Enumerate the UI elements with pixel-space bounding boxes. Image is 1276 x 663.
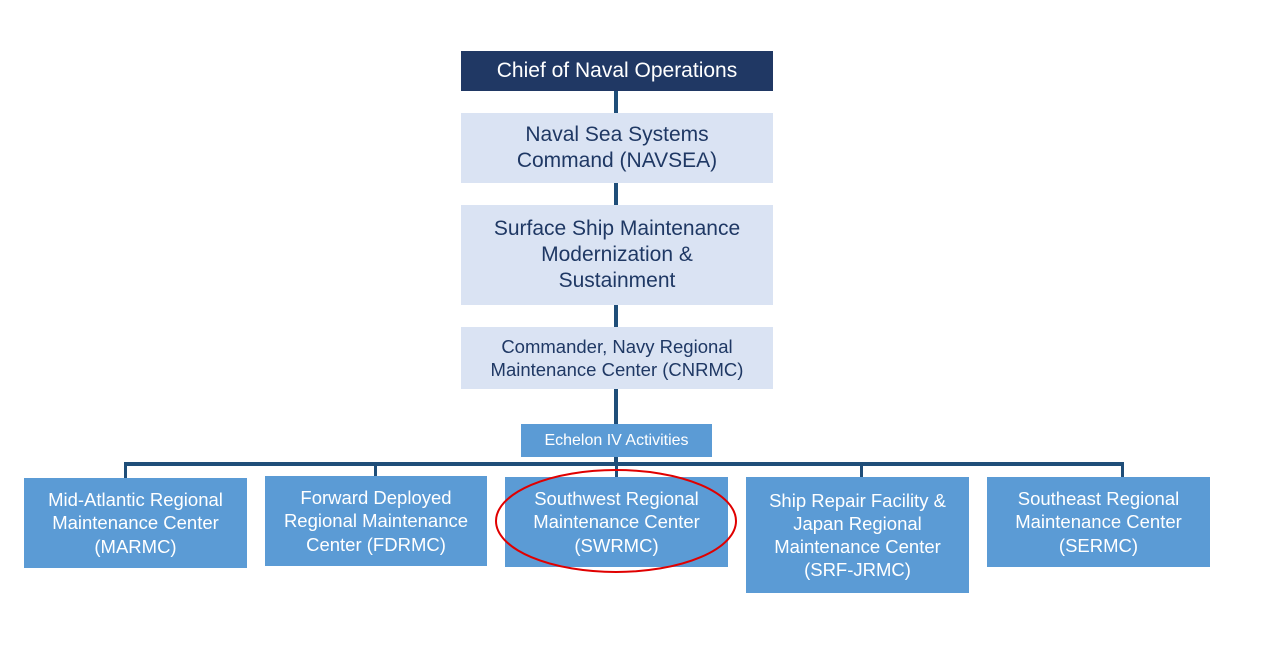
- node-label: Chief of Naval Operations: [496, 58, 738, 82]
- connector-cno-navsea: [614, 91, 618, 114]
- node-chief-of-naval-operations: Chief of Naval Operations: [461, 51, 773, 91]
- node-label: Mid-Atlantic Regional Maintenance Center…: [48, 489, 223, 557]
- node-echelon-iv-activities: Echelon IV Activities: [521, 424, 712, 457]
- node-fdrmc: Forward Deployed Regional Maintenance Ce…: [265, 476, 487, 566]
- node-sermc: Southeast Regional Maintenance Center (S…: [987, 477, 1210, 567]
- node-marmc: Mid-Atlantic Regional Maintenance Center…: [24, 478, 247, 568]
- node-label: Ship Repair Facility & Japan Regional Ma…: [769, 489, 946, 581]
- node-label: Echelon IV Activities: [544, 431, 689, 449]
- connector-ssmms-cnrmc: [614, 305, 618, 328]
- connector-srfjrmc: [860, 462, 863, 479]
- node-label: Southwest Regional Maintenance Center (S…: [533, 488, 700, 556]
- node-navsea: Naval Sea Systems Command (NAVSEA): [461, 113, 773, 183]
- node-swrmc: Southwest Regional Maintenance Center (S…: [505, 477, 728, 567]
- connector-sermc: [1121, 462, 1124, 479]
- node-cnrmc: Commander, Navy Regional Maintenance Cen…: [461, 327, 773, 389]
- node-label: Southeast Regional Maintenance Center (S…: [1015, 488, 1182, 556]
- node-label: Naval Sea Systems Command (NAVSEA): [516, 122, 718, 172]
- node-label: Surface Ship Maintenance Modernization &…: [493, 216, 741, 293]
- connector-navsea-ssmms: [614, 183, 618, 206]
- connector-marmc: [124, 462, 127, 479]
- node-label: Forward Deployed Regional Maintenance Ce…: [283, 487, 469, 555]
- connector-horizontal-branch: [124, 462, 1124, 466]
- node-srf-jrmc: Ship Repair Facility & Japan Regional Ma…: [746, 477, 969, 593]
- node-label: Commander, Navy Regional Maintenance Cen…: [490, 335, 744, 380]
- connector-fdrmc: [374, 462, 377, 477]
- node-surface-ship-maintenance: Surface Ship Maintenance Modernization &…: [461, 205, 773, 305]
